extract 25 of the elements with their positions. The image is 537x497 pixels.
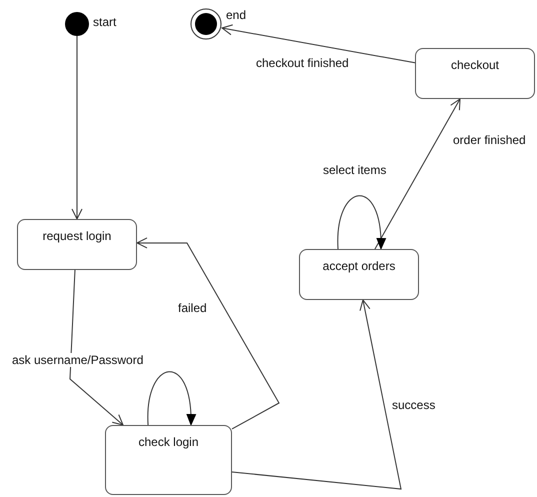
edge-label: failed [178,301,207,315]
state-caption: end [226,8,246,22]
state-name: accept orders [322,259,396,273]
state-caption: start [93,15,116,29]
transition-arrow [72,36,82,220]
transition-arrow [232,300,402,490]
transition-arrow [136,237,280,430]
state-box [17,219,137,270]
initial-state [65,12,89,36]
self-transition-arrow [148,371,196,426]
transition-arrow [69,270,124,426]
state-box [415,48,535,99]
edge-label: ask username/Password [12,353,144,367]
state-name: check login [137,435,200,449]
transition-arrow [222,24,416,64]
state-name: checkout [450,58,500,72]
edge-label: select items [323,163,386,177]
self-transition-arrow [338,195,386,250]
transition-arrow [374,98,460,250]
edge-label: checkout finished [256,56,349,70]
state-name: request login [42,229,112,243]
final-state [190,8,222,40]
state-box [299,249,419,300]
edge-label: order finished [453,133,526,147]
state-box [105,425,232,495]
